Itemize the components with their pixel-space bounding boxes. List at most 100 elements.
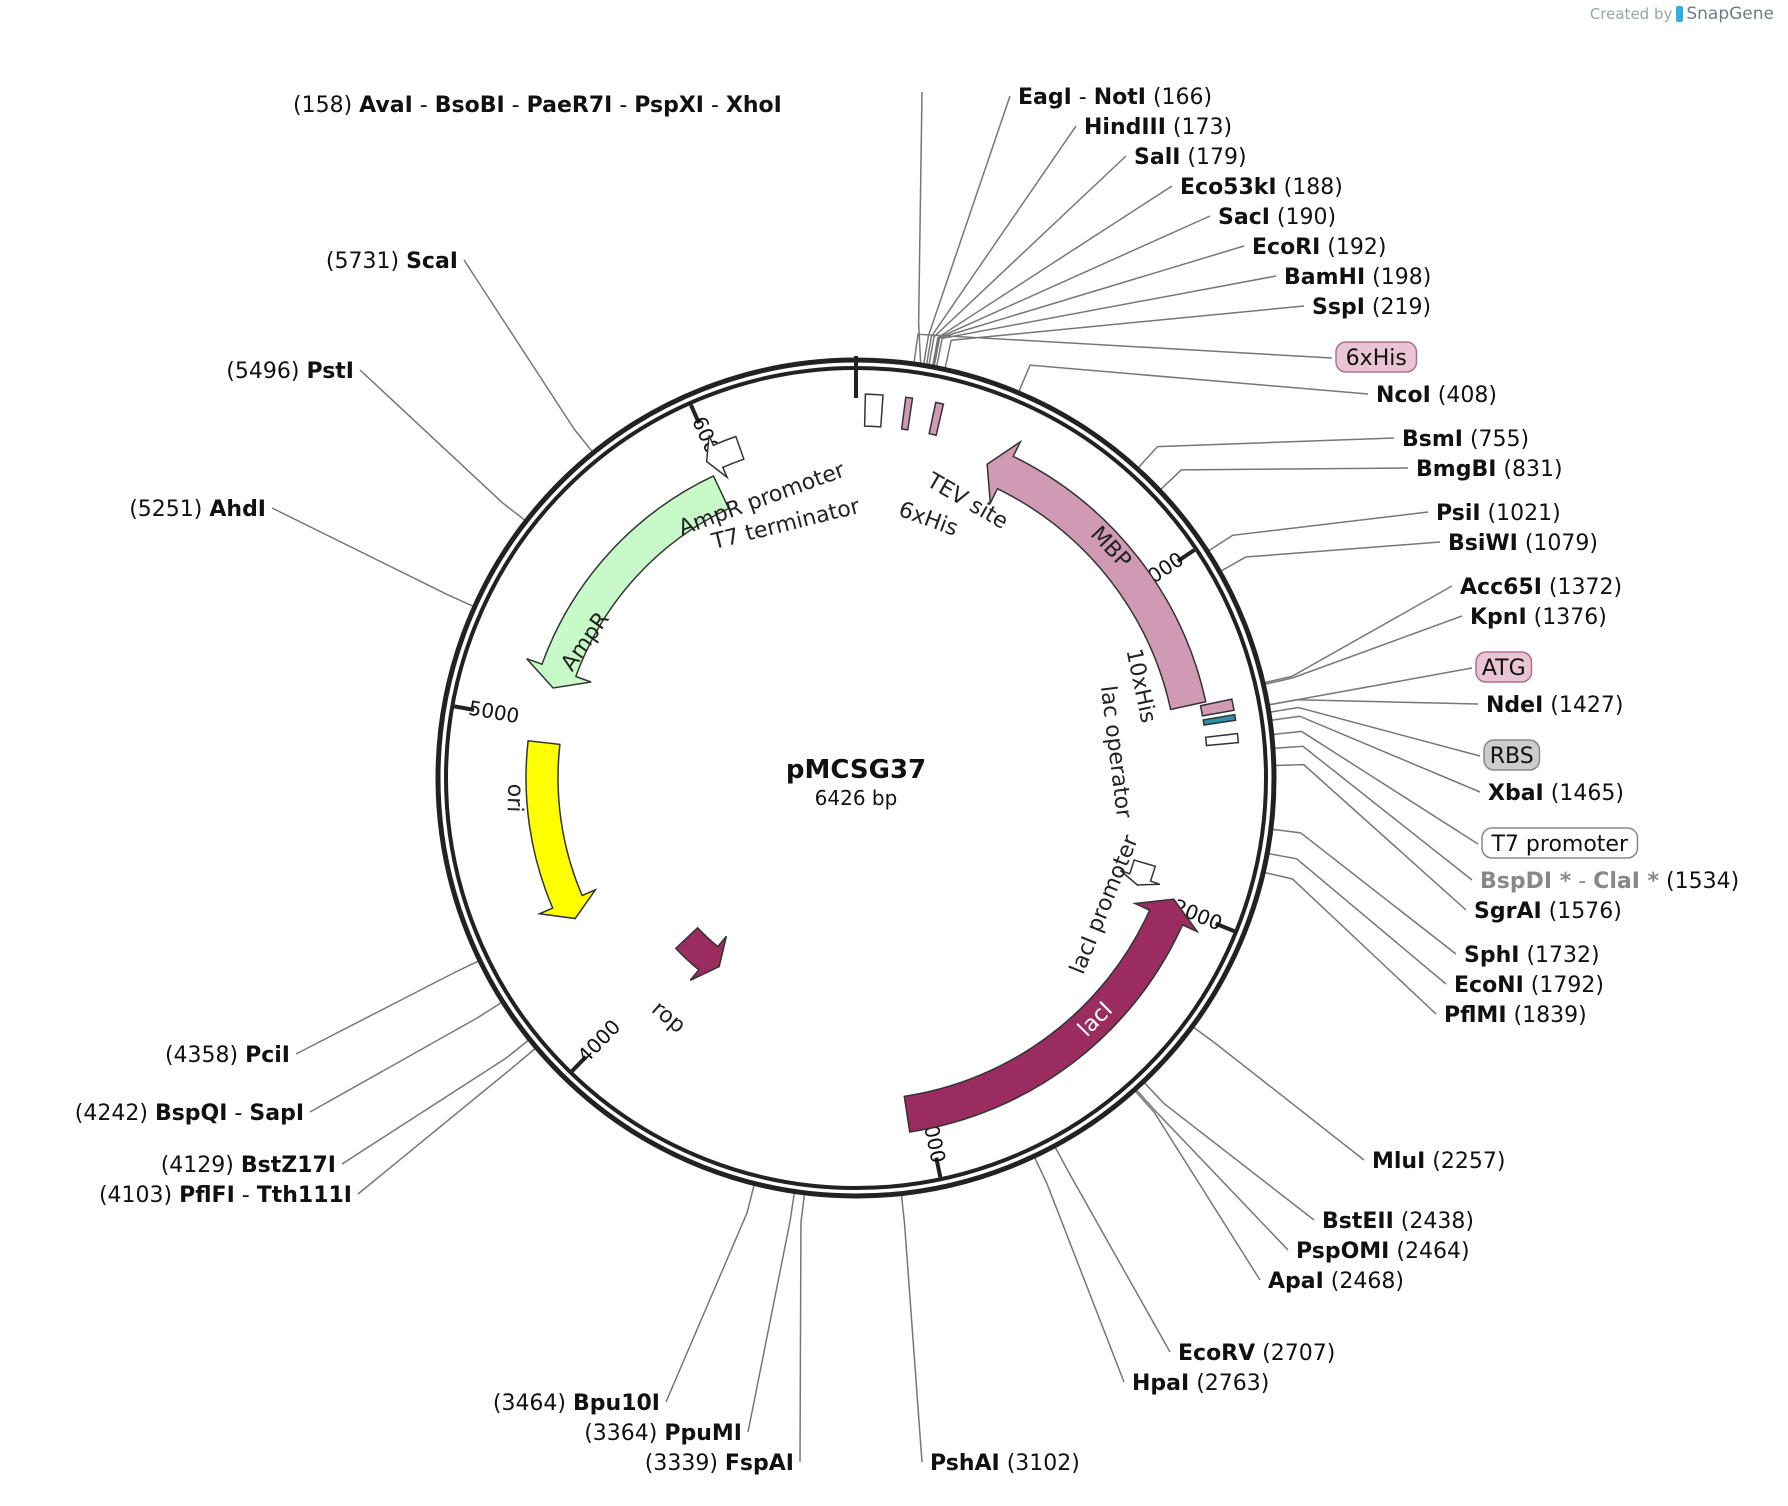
leader-bspdi-clai xyxy=(1274,745,1473,881)
site-bspqi-sapi: (4242) BspQI - SapI xyxy=(75,1101,304,1126)
tick-2000 xyxy=(1214,921,1235,933)
site-enzyme-scai: ScaI xyxy=(406,249,458,274)
site-separator: - xyxy=(227,1101,249,1126)
tick-label-4000: 4000 xyxy=(573,1015,626,1068)
leader-ahdi xyxy=(271,507,474,607)
site-position: (4103) xyxy=(99,1183,179,1208)
boxed-label-text: ATG xyxy=(1482,656,1526,681)
leader-box-rbs xyxy=(1270,706,1481,757)
site-enzyme-bmgbi: BmgBI xyxy=(1416,457,1496,482)
leader-avai-bsobi-paer7i-pspxi-xhoi xyxy=(917,91,923,364)
site-enzyme-ecori: EcoRI xyxy=(1252,235,1320,260)
site-ecorv: EcoRV (2707) xyxy=(1178,1341,1335,1366)
site-position: (2468) xyxy=(1324,1269,1404,1294)
site-enzyme-pspxi: PspXI xyxy=(634,93,704,118)
feature-lac-operator[interactable] xyxy=(1204,732,1240,747)
feature-ampr[interactable] xyxy=(526,474,730,689)
site-bsteii: BstEII (2438) xyxy=(1322,1209,1474,1234)
boxed-label-frame xyxy=(1481,827,1639,859)
site-enzyme-xbai: XbaI xyxy=(1488,781,1544,806)
restriction-site-labels: (158) AvaI - BsoBI - PaeR7I - PspXI - Xh… xyxy=(75,85,1739,1476)
site-enzyme-mlui: MluI xyxy=(1372,1149,1425,1174)
feature-label-ori: ori xyxy=(502,783,528,812)
site-enzyme-psii: PsiI xyxy=(1436,501,1481,526)
site-enzyme-bspdi: BspDI * xyxy=(1480,869,1572,894)
leader-econi xyxy=(1268,853,1447,985)
feature-tev-site[interactable] xyxy=(928,401,945,437)
site-position: (4129) xyxy=(161,1153,241,1178)
leader-saci xyxy=(932,215,1211,366)
site-eco53ki: Eco53kI (188) xyxy=(1180,175,1343,200)
site-fspai: (3339) FspAI xyxy=(645,1451,794,1476)
feature-laci[interactable] xyxy=(903,898,1200,1133)
feature-6xhis[interactable] xyxy=(900,396,914,431)
site-separator: - xyxy=(1571,869,1593,894)
site-enzyme-psti: PstI xyxy=(306,359,354,384)
site-enzyme-paer7i: PaeR7I xyxy=(527,93,613,118)
feature-rop[interactable] xyxy=(674,926,728,981)
site-position: (1792) xyxy=(1524,973,1604,998)
leader-psti xyxy=(359,369,526,521)
site-separator: - xyxy=(505,93,527,118)
site-position: (1427) xyxy=(1543,693,1623,718)
leader-ppumi xyxy=(747,1193,795,1433)
site-position: (755) xyxy=(1463,427,1529,452)
site-pspomi: PspOMI (2464) xyxy=(1296,1239,1470,1264)
site-position: (3102) xyxy=(1000,1451,1080,1476)
site-xbai: XbaI (1465) xyxy=(1488,781,1624,806)
site-position: (188) xyxy=(1277,175,1343,200)
site-enzyme-ppumi: PpuMI xyxy=(664,1421,742,1446)
leader-pflmi xyxy=(1265,871,1437,1015)
site-sphi: SphI (1732) xyxy=(1464,943,1600,968)
tick-5000 xyxy=(453,704,475,712)
snapgene-logo-icon xyxy=(1676,6,1684,22)
site-enzyme-pflfi: PflFI xyxy=(179,1183,235,1208)
site-position: (1576) xyxy=(1542,899,1622,924)
leader-mlui xyxy=(1193,1026,1365,1161)
feature-10xhis[interactable] xyxy=(1199,698,1235,717)
feature-mbp[interactable] xyxy=(986,439,1207,711)
site-bstz17i: (4129) BstZ17I xyxy=(161,1153,336,1178)
site-position: (1376) xyxy=(1527,605,1607,630)
leader-ecori xyxy=(933,245,1245,366)
leader-kpni xyxy=(1265,615,1463,685)
site-enzyme-avai: AvaI xyxy=(359,93,413,118)
site-hpai: HpaI (2763) xyxy=(1132,1371,1269,1396)
site-enzyme-hpai: HpaI xyxy=(1132,1371,1189,1396)
site-position: (4358) xyxy=(165,1043,245,1068)
feature-laci-promoter[interactable] xyxy=(1119,859,1161,886)
site-pshai: PshAI (3102) xyxy=(930,1451,1080,1476)
leader-sgrai xyxy=(1275,763,1467,911)
feature-ampr-promoter[interactable] xyxy=(705,435,745,480)
feature-t7-terminator[interactable] xyxy=(863,393,884,428)
feature-ori[interactable] xyxy=(525,739,598,920)
site-bmgbi: BmgBI (831) xyxy=(1416,457,1563,482)
site-enzyme-ndei: NdeI xyxy=(1486,693,1543,718)
site-enzyme-bstz17i: BstZ17I xyxy=(241,1153,336,1178)
feature-rbs[interactable] xyxy=(1202,713,1237,726)
site-enzyme-pspomi: PspOMI xyxy=(1296,1239,1389,1264)
leader-ncoi xyxy=(1018,364,1369,395)
plasmid-size: 6426 bp xyxy=(815,786,898,810)
plasmid-backbone xyxy=(435,356,1277,1199)
site-enzyme-bsmi: BsmI xyxy=(1402,427,1463,452)
site-position: (5731) xyxy=(326,249,406,274)
leader-apai xyxy=(1135,1090,1261,1281)
boxed-label-text: T7 promoter xyxy=(1490,832,1628,857)
site-enzyme-bspqi: BspQI xyxy=(155,1101,228,1126)
site-pflmi: PflMI (1839) xyxy=(1444,1003,1587,1028)
site-separator: - xyxy=(704,93,726,118)
site-enzyme-econi: EcoNI xyxy=(1454,973,1524,998)
leader-ecorv xyxy=(1054,1147,1171,1353)
site-position: (2257) xyxy=(1425,1149,1505,1174)
boxed-label-text: RBS xyxy=(1490,744,1534,769)
site-position: (2707) xyxy=(1255,1341,1335,1366)
site-position: (166) xyxy=(1146,85,1212,110)
site-acc65i: Acc65I (1372) xyxy=(1460,575,1622,600)
site-position: (219) xyxy=(1365,295,1431,320)
site-enzyme-kpni: KpnI xyxy=(1470,605,1527,630)
site-ndei: NdeI (1427) xyxy=(1486,693,1623,718)
tick-label-5000: 5000 xyxy=(467,696,521,729)
